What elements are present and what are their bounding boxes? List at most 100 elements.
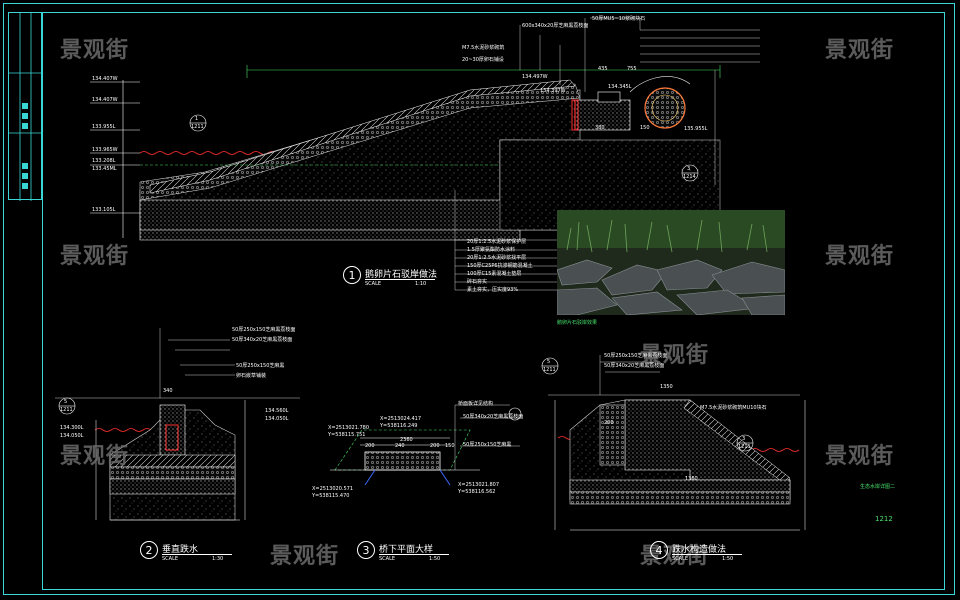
title-rule: [365, 279, 435, 280]
elevation-label: 134.407W: [92, 97, 118, 103]
coord-label: Y=538115.751: [328, 432, 366, 438]
scale-value: 1:50: [722, 556, 734, 562]
watermark: 景观街: [60, 38, 130, 63]
elevation-label: 134.050L: [60, 433, 84, 439]
detail-number: 4: [650, 541, 668, 559]
title-rule: [379, 554, 449, 555]
scale-label: SCALE: [162, 556, 179, 562]
watermark: 景观街: [270, 544, 340, 569]
dim-label: 240: [395, 443, 405, 449]
dim-label: 755: [627, 66, 637, 72]
section-ref-top: 1: [195, 116, 199, 122]
page-number: 1212: [875, 515, 893, 523]
detail-number: 1: [343, 266, 361, 284]
coord-label: X=2513024.417: [380, 416, 422, 422]
layer-note: 100厚C15素混凝土垫层: [467, 271, 522, 277]
dim-label: 435: [598, 66, 608, 72]
inner-frame: [42, 12, 945, 590]
dim-label: 340: [163, 388, 173, 394]
section-ref-bottom: 1211: [543, 367, 556, 373]
scale-label: SCALE: [379, 556, 396, 562]
section-ref-bottom: 1211: [191, 124, 204, 130]
elevation-label: 134.345L: [608, 84, 632, 90]
dim-label: 380: [595, 125, 605, 131]
outer-frame: [3, 3, 955, 595]
detail-title: 鹅卵片石驳岸做法: [365, 270, 438, 280]
dim-label: 2360: [400, 437, 413, 443]
title-rule: [162, 554, 232, 555]
elevation-label: 133.208L: [92, 158, 116, 164]
layer-note: 20厚1:2.5水泥砂浆保护层: [467, 239, 527, 245]
reference-photo: [557, 210, 785, 315]
sheet-note: 生态水岸详图二: [860, 484, 896, 490]
detail-number: 2: [140, 541, 158, 559]
note-label: 50厚MU5~10浆砌块石: [592, 16, 646, 22]
dim-label: 1350: [660, 384, 673, 390]
elevation-label: 133.45ML: [92, 166, 117, 172]
coord-label: Y=538116.249: [380, 423, 418, 429]
coord-label: Y=538116.562: [458, 489, 496, 495]
layer-note: 20厚1:2.5水泥砂浆找平层: [467, 255, 527, 261]
section-ref-top: 5: [64, 399, 68, 405]
layer-note: 碎石夯实: [467, 279, 488, 285]
note-label: 50厚340x20芝麻黑荔枝面: [232, 337, 293, 343]
note-label: 50厚250x150芝麻黑荔枝面: [232, 327, 296, 333]
dim-label: 200: [604, 420, 614, 426]
dim-label: 1360: [685, 476, 698, 482]
dim-label: 150: [640, 125, 650, 131]
watermark: 景观街: [640, 343, 710, 368]
elevation-label: 134.050L: [265, 416, 289, 422]
title-rule: [672, 554, 742, 555]
coord-label: X=2513021.807: [458, 482, 500, 488]
scale-value: 1:30: [212, 556, 224, 562]
elevation-label: 134.407W: [92, 76, 118, 82]
note-label: 50厚340x20芝麻黑荔枝面: [463, 414, 524, 420]
section-ref-bottom: 1211: [738, 444, 751, 450]
dim-label: 200: [365, 443, 375, 449]
photo-illustration: [557, 210, 785, 315]
elevation-label: 133.105L: [92, 207, 116, 213]
note-label: 50厚250x150芝麻黑荔枝面: [604, 353, 668, 359]
scale-value: 1:10: [415, 281, 427, 287]
layer-note: 1.5厚聚氨酯防水涂料: [467, 247, 515, 253]
section-ref-top: 3: [687, 166, 691, 172]
detail-title: 跌水构造做法: [672, 545, 727, 555]
note-label: 600x340x20厚芝麻黑荔枝面: [522, 23, 589, 29]
note-label: M7.5水泥砂浆砌筑: [462, 45, 505, 51]
section-ref-bottom: 1214: [683, 174, 696, 180]
coord-label: Y=538115.470: [312, 493, 350, 499]
scale-label: SCALE: [672, 556, 689, 562]
coord-label: X=2513021.780: [328, 425, 370, 431]
section-ref-top: 5: [547, 359, 551, 365]
watermark: 景观街: [60, 444, 130, 469]
photo-caption: 鹅卵片石驳岸效果: [557, 320, 598, 326]
watermark: 景观街: [60, 244, 130, 269]
layer-note: 素土夯实，压实度93%: [467, 287, 519, 293]
note-label: 50厚250x150芝麻黑: [463, 442, 512, 448]
note-label: 20~30厚卵石铺设: [462, 57, 504, 63]
note-label: 50厚250x150芝麻黑: [236, 363, 285, 369]
scale-label: SCALE: [365, 281, 382, 287]
note-label: 桥面板详见结构: [458, 401, 494, 407]
section-ref-bottom: 1211: [60, 407, 73, 413]
note-label: M7.5水泥砂浆砌筑MU10块石: [700, 405, 767, 411]
detail-number: 3: [357, 541, 375, 559]
coord-label: X=2513020.571: [312, 486, 354, 492]
detail-title: 垂直跌水: [162, 545, 199, 555]
elevation-label: 133.955L: [92, 124, 116, 130]
layer-note: 150厚C25P6抗渗钢筋混凝土: [467, 263, 533, 269]
title-block-grid: [9, 13, 43, 201]
note-label: 卵石嵌草铺装: [236, 373, 267, 379]
elevation-label: 134.300L: [60, 425, 84, 431]
elevation-label: 134.497W: [522, 74, 548, 80]
section-ref-top: 3: [742, 436, 746, 442]
scale-value: 1:50: [429, 556, 441, 562]
detail-title: 桥下平面大样: [379, 545, 434, 555]
dim-label: 200: [430, 443, 440, 449]
title-block-strip: [8, 12, 43, 201]
watermark: 景观街: [825, 444, 895, 469]
note-label: 50厚340x20芝麻黑荔枝面: [604, 363, 665, 369]
elevation-label: 133.965W: [92, 147, 118, 153]
